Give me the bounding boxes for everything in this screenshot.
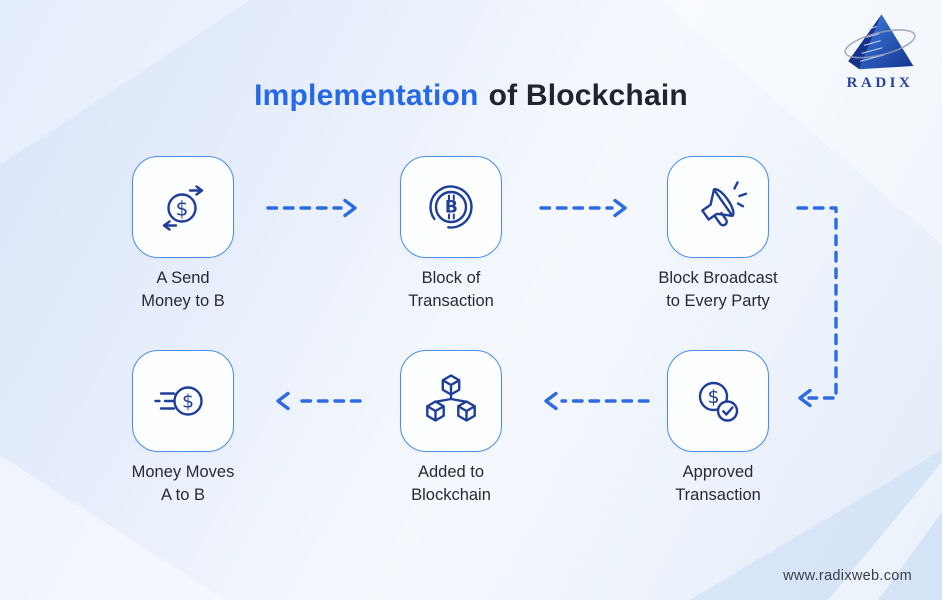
- dollar-glyph: $: [707, 386, 719, 408]
- step-label: Block Broadcast to Every Party: [658, 269, 778, 311]
- megaphone-icon: [701, 181, 748, 227]
- approved-transaction-icon: $: [698, 381, 739, 422]
- step-label: Added to Blockchain: [411, 463, 491, 505]
- title-highlight: Implementation: [254, 79, 479, 113]
- blockchain-cubes-icon: [426, 374, 476, 422]
- step-card: $: [132, 350, 234, 452]
- bitcoin-b-glyph: B: [445, 197, 458, 217]
- step-a-send-money: $ A Send Money to B: [95, 156, 271, 314]
- bitcoin-icon: B: [429, 185, 473, 229]
- step-card: [400, 350, 502, 452]
- step-card: $: [132, 156, 234, 258]
- step-label: Approved Transaction: [675, 463, 761, 505]
- step-approved-transaction: $ Approved Transaction: [630, 350, 806, 508]
- step-block-broadcast: Block Broadcast to Every Party: [630, 156, 806, 314]
- step-block-of-transaction: B Block of Transaction: [363, 156, 539, 314]
- page-title: Implementation of Blockchain: [0, 79, 942, 113]
- step-money-moves: $ Money Moves A to B: [95, 350, 271, 508]
- brand-name: RADIX: [846, 75, 914, 91]
- money-moves-icon: $: [154, 386, 203, 416]
- step-added-to-blockchain: Added to Blockchain: [363, 350, 539, 508]
- money-transfer-icon: $: [162, 185, 204, 231]
- step-label: Block of Transaction: [408, 269, 494, 311]
- step-card: [667, 156, 769, 258]
- step-card: B: [400, 156, 502, 258]
- dollar-glyph: $: [176, 197, 189, 221]
- radix-logo: RADIX: [832, 12, 928, 92]
- dollar-glyph: $: [182, 391, 194, 413]
- pyramid-icon: [844, 14, 916, 70]
- website-footer: www.radixweb.com: [783, 568, 912, 584]
- title-rest: of Blockchain: [488, 79, 688, 113]
- step-label: Money Moves A to B: [131, 463, 235, 505]
- step-card: $: [667, 350, 769, 452]
- step-label: A Send Money to B: [141, 269, 225, 311]
